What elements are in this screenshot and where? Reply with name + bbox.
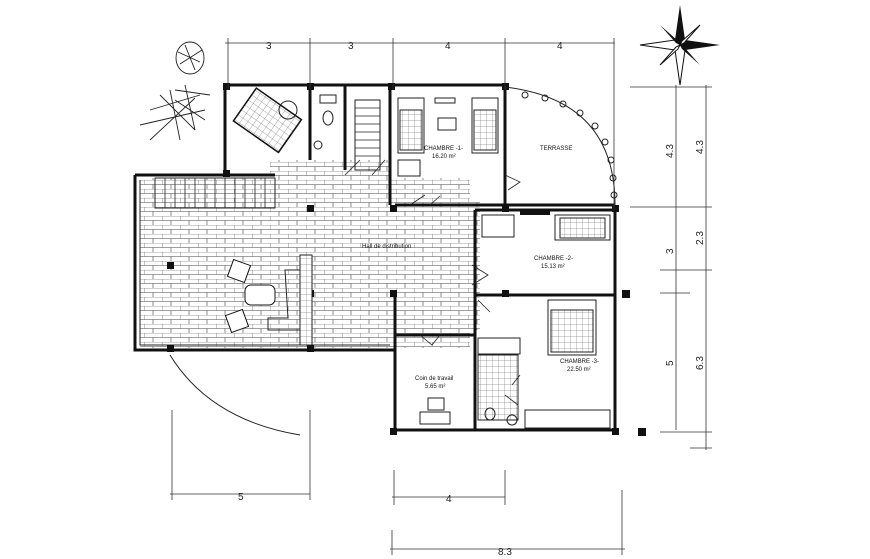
dim-bottom-3: 8.3 [498,547,512,558]
patterned-rug [232,87,303,154]
compass-rose-icon [639,5,720,86]
travail-label: Coin de travail [415,376,453,382]
bathroom-fixtures [477,337,521,426]
inner-stairs [354,99,381,171]
hall-label: Hall de distribution [362,244,411,250]
entrance-arc [169,354,301,436]
columns [167,83,646,436]
dim-right-inner-3: 5 [665,360,676,366]
chambre2-area: 15.13 m² [541,264,565,270]
plant-icon [139,41,211,141]
dim-right-outer-3: 6.3 [695,356,706,370]
wc-fixtures [313,94,337,150]
chambre2-label: CHAMBRE -2- [534,256,573,262]
chambre1-furniture [397,97,499,177]
dim-right-outer-1: 4.3 [695,140,706,154]
terrasse-label: TERRASSE [540,146,572,152]
travail-area: 5.65 m² [425,384,445,390]
dim-top-4: 4 [557,41,563,52]
chambre3-furniture [524,299,611,429]
dim-bottom-2: 4 [446,494,452,505]
chambre1-label: CHAMBRE -1- [424,146,463,152]
chambre1-area: 16.20 m² [432,154,456,160]
dim-top-2: 3 [348,41,354,52]
dim-right-outer-2: 2.3 [695,231,706,245]
dimension-lines [170,38,712,555]
dim-top-1: 3 [266,41,272,52]
dim-right-inner-1: 4.3 [665,144,676,158]
doors [344,159,521,406]
chambre3-label: CHAMBRE -3- [560,359,599,365]
dim-top-3: 4 [445,41,451,52]
dim-bottom-1: 5 [238,492,244,503]
stairs [154,177,276,209]
desk [419,397,451,425]
living-furniture [224,254,313,346]
chambre2-furniture [481,211,611,241]
chambre3-area: 22.50 m² [567,367,591,373]
dim-right-inner-2: 3 [665,248,676,254]
